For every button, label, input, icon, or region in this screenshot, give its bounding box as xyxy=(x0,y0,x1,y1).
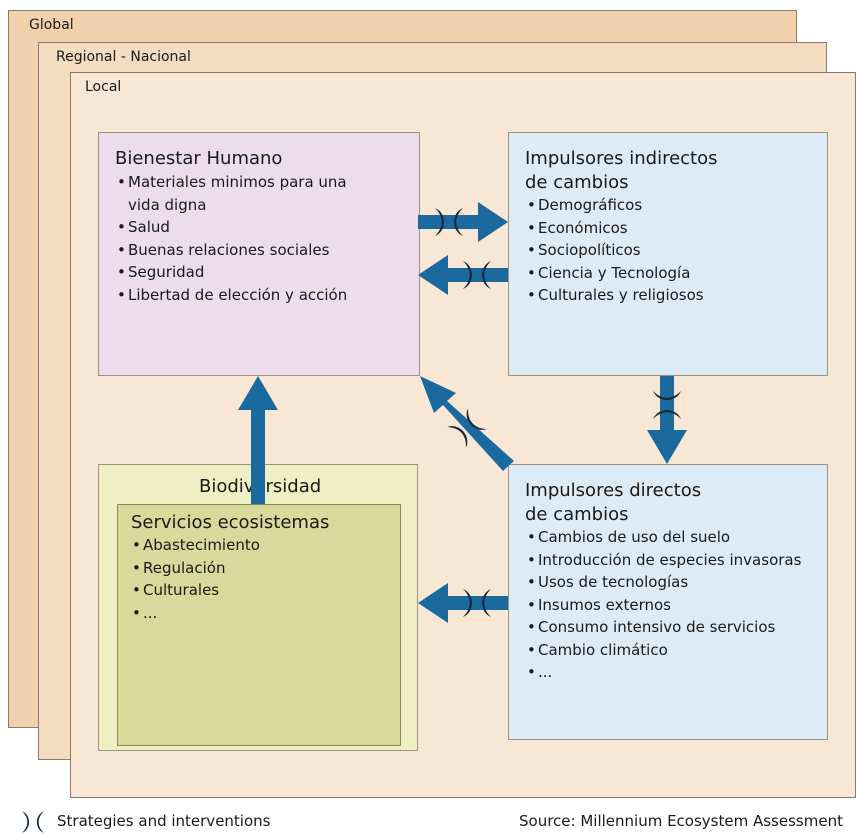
directos-title-line2: de cambios xyxy=(525,504,629,525)
servicios-title: Servicios ecosistemas xyxy=(131,512,330,533)
servicios-item: Culturales xyxy=(132,579,260,602)
bienestar-item: Salud xyxy=(117,216,347,239)
directos-item: Consumo intensivo de servicios xyxy=(527,616,801,639)
arrow-to-servicios xyxy=(418,583,508,623)
scale-label-global: Global xyxy=(29,17,74,33)
box-servicios-ecosistemas: Servicios ecosistemas Abastecimiento Reg… xyxy=(117,504,401,746)
indirectos-item: Ciencia y Tecnología xyxy=(527,262,704,285)
indirectos-item: Demográficos xyxy=(527,194,704,217)
directos-item: Insumos externos xyxy=(527,594,801,617)
box-impulsores-indirectos: Impulsores indirectos de cambios Demográ… xyxy=(508,132,828,376)
bienestar-item-continuation: vida digna xyxy=(128,195,207,214)
legend-intervention-icon xyxy=(22,811,44,833)
indirectos-title-line2: de cambios xyxy=(525,172,629,193)
indirectos-list: Demográficos Económicos Sociopolíticos C… xyxy=(527,194,704,307)
bienestar-item: Materiales minimos para una xyxy=(117,171,347,194)
box-impulsores-directos: Impulsores directos de cambios Cambios d… xyxy=(508,464,828,740)
directos-title-line1: Impulsores directos xyxy=(525,480,702,501)
directos-item: Usos de tecnologías xyxy=(527,571,801,594)
bienestar-item: Libertad de elección y acción xyxy=(117,284,347,307)
bienestar-item: Seguridad xyxy=(117,261,347,284)
indirectos-item: Sociopolíticos xyxy=(527,239,704,262)
directos-item: ... xyxy=(527,661,801,684)
scale-label-regional: Regional - Nacional xyxy=(56,49,191,65)
indirectos-item: Culturales y religiosos xyxy=(527,284,704,307)
bienestar-title: Bienestar Humano xyxy=(115,148,283,169)
bienestar-item: Buenas relaciones sociales xyxy=(117,239,347,262)
bienestar-list: Materiales minimos para una vida digna S… xyxy=(117,171,347,306)
legend-label: Strategies and interventions xyxy=(57,812,271,830)
box-bienestar-humano: Bienestar Humano Materiales minimos para… xyxy=(98,132,420,376)
servicios-item: Regulación xyxy=(132,557,260,580)
servicios-item: Abastecimiento xyxy=(132,534,260,557)
directos-item: Introducción de especies invasoras xyxy=(527,549,801,572)
source-label: Source: Millennium Ecosystem Assessment xyxy=(519,812,843,830)
arrow-to-bienestar-from-indirectos xyxy=(418,255,508,295)
arrow-to-indirectos xyxy=(418,202,508,242)
servicios-item: ... xyxy=(132,602,260,625)
directos-item: Cambios de uso del suelo xyxy=(527,526,801,549)
indirectos-item: Económicos xyxy=(527,217,704,240)
arrow-to-bienestar-from-biodiversidad xyxy=(238,376,278,504)
indirectos-title-line1: Impulsores indirectos xyxy=(525,148,718,169)
scale-label-local: Local xyxy=(85,79,122,95)
directos-item: Cambio climático xyxy=(527,639,801,662)
arrow-to-directos xyxy=(647,376,687,464)
arrow-diagonal-to-bienestar xyxy=(420,376,514,471)
servicios-list: Abastecimiento Regulación Culturales ... xyxy=(132,534,260,624)
directos-list: Cambios de uso del suelo Introducción de… xyxy=(527,526,801,684)
